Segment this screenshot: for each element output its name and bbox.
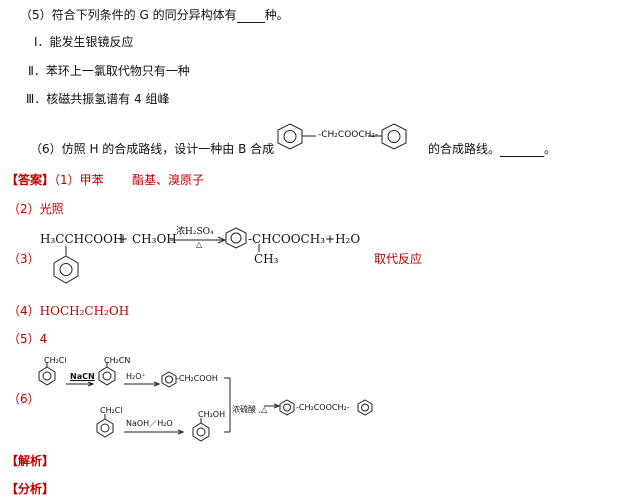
route-r4: 浓硫酸 ,△ [232,405,268,414]
q5-suffix: 种。 [264,8,289,22]
route-s3-ring [161,371,177,388]
route-s5-ring [192,418,210,442]
route-product-ring-left [279,399,295,416]
benzene-ring-left-inner [283,130,297,143]
answer-5-label: （5） [8,332,40,346]
analysis-tag: 【解析】 [6,454,55,468]
route-product-ring-right [357,399,373,416]
answer-4-value: HOCH₂CH₂OH [39,304,130,318]
answer-3-label: （3） [8,252,40,266]
benzene-ring-right [381,123,407,150]
route-s2-label: CH₂CN [104,356,131,365]
q5-condition-1: Ⅰ．能发生银镜反应 [34,35,134,49]
answer-6-label: （6） [8,392,40,406]
route-arrow-1 [66,381,95,387]
route-s3-label: -CH₂COOH [176,374,218,383]
answer-3-product: -CHCOOCH₃+H₂O [248,232,361,246]
answer-3-reaction-type: 取代反应 [374,252,423,266]
q6-target-structure [277,123,407,150]
q5-stem: （5）符合下列条件的 G 的同分异构体有 种。 [20,6,289,23]
benzene-ring-right-inner [387,130,401,143]
answer-1-groups: 酯基、溴原子 [132,173,205,187]
route-s1-label: CH₂Cl [44,356,67,365]
answer-3-plus: + [118,232,129,246]
route-s4-ring [96,414,114,438]
q5-prefix: （5）符合下列条件的 G 的同分异构体有 [20,8,237,22]
benzene-ring-left [277,123,303,150]
answer-3-product-ring [225,227,247,249]
answer-3-reagent: 浓H₂SO₄ [176,227,214,237]
route-arrow-4 [264,403,281,409]
fenxi-tag: 【分析】 [6,482,55,496]
answer-3-reactant-1-ring [53,246,79,284]
q5-condition-3: Ⅲ．核磁共振氢谱有 4 组峰 [26,92,170,106]
answer-3-arrow [170,236,227,244]
q5-answer-blank [236,11,265,23]
route-s2-ring [98,362,116,386]
route-product-label: -CH₂COOCH₂- [296,403,350,412]
answer-3-condition: △ [196,240,203,249]
q6-bridge-formula: -CH₂COOCH₂- [318,130,379,140]
q6-suffix: 的合成路线。 [428,142,501,156]
answer-line-4: （4）HOCH₂CH₂OH [8,302,129,319]
answer-3-reactant-2: CH₃OH [132,232,177,246]
route-r2: H₂O⁺ [126,372,146,381]
answer-3-product-substituent: CH₃ [254,252,279,266]
answer-5-value: 4 [39,332,48,346]
q6-suffix-line: 的合成路线。。 [428,142,557,157]
answer-line-1: 【答案】（1）甲苯 [6,171,104,188]
route-r3: NaOH／H₂O [126,419,173,428]
answer-3-product-bond [258,244,260,252]
answer-4-label: （4） [8,304,40,318]
route-s5-label: CH₂OH [198,410,226,419]
route-arrow-3 [124,429,185,435]
q5-condition-2: Ⅱ．苯环上一氯取代物只有一种 [28,64,190,78]
q6-prefix: （6）仿照 H 的合成路线，设计一种由 B 合成 [30,142,275,156]
answer-3-reactant-1: H₃CCHCOOH [40,232,124,246]
route-arrow-2 [124,381,161,387]
route-merge-bracket [224,377,231,433]
answer-tag: 【答案】 [6,173,55,187]
answer-1-value: 甲苯 [79,173,104,187]
route-r1: NaCN [70,372,95,381]
q6-answer-blank [500,145,545,157]
route-s4-label: CH₂Cl [100,406,123,415]
answer-2-value: 光照 [39,202,64,216]
answer-line-5: （5）4 [8,330,47,347]
answer-line-2: （2）光照 [8,200,64,217]
answer-2-label: （2） [8,202,40,216]
route-s1-ring [38,362,56,386]
answer-1-label: （1） [54,173,80,187]
